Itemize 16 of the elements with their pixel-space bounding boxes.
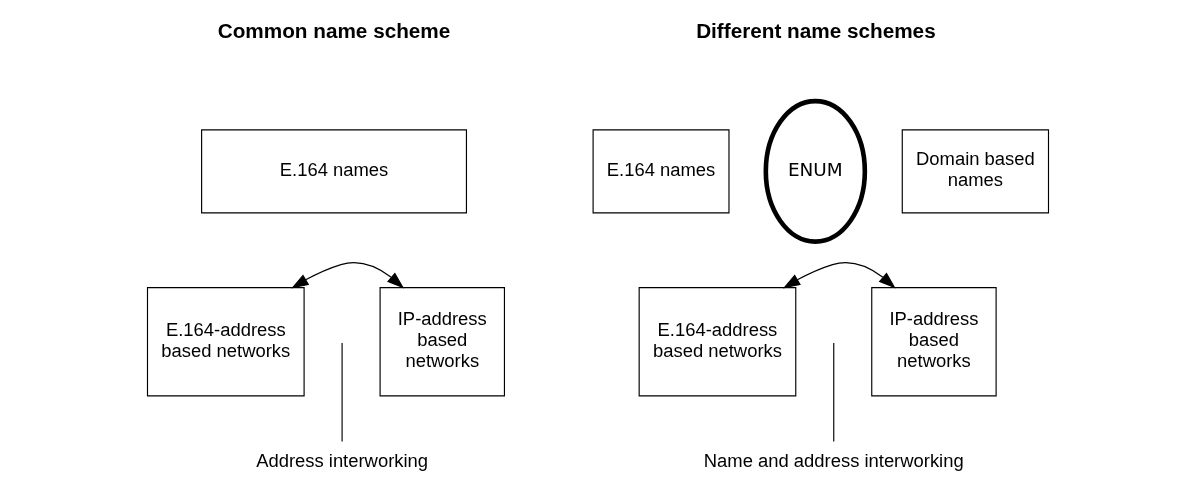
node-ellipse: ENUM [763,98,867,244]
node-box: E.164 names [200,128,467,213]
node-box: E.164-address based networks [146,286,305,396]
arrow [782,261,896,288]
label: Common name scheme [217,18,450,42]
arrow [290,261,404,288]
connector [341,341,343,442]
node-box: E.164 names [592,128,730,213]
node-text: Address interworking [255,449,428,471]
node-text: Name and address interworking [703,449,964,471]
node-box: IP-address based networks [379,286,505,396]
connector [832,341,834,442]
node-box: E.164-address based networks [638,286,796,396]
node-box: IP-address based networks [870,286,997,396]
label: Different name schemes [695,18,936,42]
node-box: Domain based names [901,128,1049,213]
